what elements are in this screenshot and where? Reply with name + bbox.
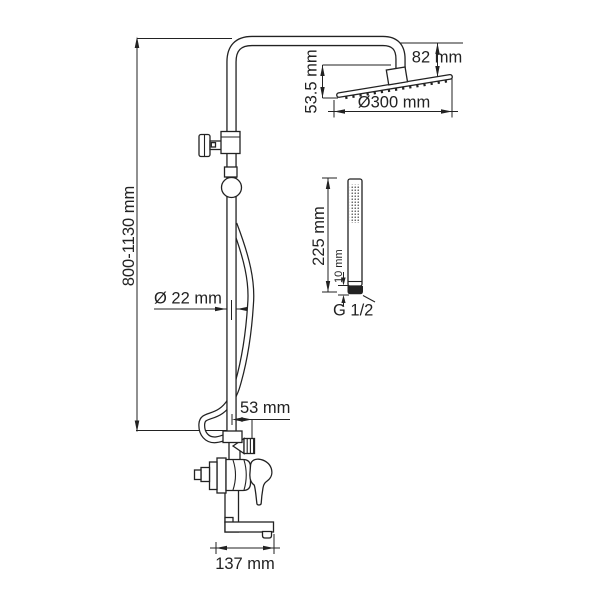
dim-head-diameter: Ø300 mm <box>328 78 458 118</box>
riser-pipe <box>226 35 406 439</box>
shower-hose <box>198 222 255 444</box>
valve-barrel <box>225 458 252 492</box>
dim-label-outlet-offset: 53 mm <box>240 399 290 417</box>
hand-shower <box>347 178 363 295</box>
hose-outlet-nut-hatch <box>246 438 255 454</box>
left-nozzle-tip <box>193 469 202 481</box>
thread-leader-line <box>362 295 376 303</box>
shower-head-connector-nut <box>385 66 409 86</box>
dim-label-height-range: 800-1130 mm <box>120 186 138 287</box>
dim-head-diameter-arrow-left <box>334 109 345 114</box>
left-nozzle <box>200 466 211 483</box>
thread-size-label: G 1/2 <box>333 302 373 320</box>
dim-head-height-arrow-up <box>320 65 325 76</box>
mixer <box>193 430 275 539</box>
spout-tip <box>261 530 273 539</box>
hose-fill <box>199 223 254 442</box>
dim-head-height-arrow-down <box>320 87 325 98</box>
dim-head-offset-arrow-up <box>435 43 440 54</box>
dim-spout-length-arrow-right <box>263 545 274 551</box>
dim-head-diameter-lines <box>328 78 458 118</box>
dim-handshower-length-arrow-up <box>325 178 331 189</box>
dim-label-pipe-diameter: Ø 22 mm <box>154 290 222 308</box>
dim-head-offset-arrow-down <box>435 66 440 77</box>
wall-bracket <box>198 130 241 158</box>
mixer-handle <box>249 458 273 506</box>
dim-pipe-diameter-arrow-left <box>237 306 248 312</box>
slider-ball-joint <box>220 166 243 199</box>
valve-barrel-contours <box>232 459 247 491</box>
pipe-fill <box>227 37 405 439</box>
dim-pipe-diameter-arrow-right <box>215 306 226 312</box>
ball-joint-collar <box>223 166 238 178</box>
hose-outlet-nut <box>243 437 256 455</box>
dim-label-head-offset: 82 mm <box>412 49 462 67</box>
dim-label-handshower-length: 225 mm <box>310 206 328 266</box>
ball-joint-sphere <box>220 176 243 199</box>
dim-spout-length: 137 mm <box>210 534 280 573</box>
dim-overlays <box>231 300 252 425</box>
valve-plate-outer <box>208 461 218 491</box>
dim-handshower-length-lines <box>322 177 337 293</box>
dim-height-range: 800-1130 mm <box>120 36 236 432</box>
dim-label-head-diameter: Ø300 mm <box>358 94 430 112</box>
hand-shower-spray-face <box>349 184 361 223</box>
dim-head-height: 53.5 mm <box>303 49 391 114</box>
dim-connector-length: 10 mm <box>333 249 349 306</box>
dim-outlet-offset-arrow-right <box>241 417 252 422</box>
dim-head-offset: 82 mm <box>398 42 463 77</box>
dim-height-range-lines <box>136 38 236 432</box>
riser-base-collar <box>222 430 243 444</box>
dim-head-diameter-arrow-right <box>441 109 452 114</box>
dim-label-connector-length: 10 mm <box>333 249 345 283</box>
thread-label-group: G 1/2 <box>333 295 376 320</box>
dim-label-head-height: 53.5 mm <box>303 49 321 113</box>
dim-pipe-diameter: Ø 22 mm <box>154 290 251 312</box>
bracket-screw <box>210 141 217 148</box>
dim-height-range-arrow-up <box>134 36 140 48</box>
dim-height-range-arrow-down <box>134 420 140 432</box>
hand-shower-connector <box>347 286 363 295</box>
spout <box>224 521 275 533</box>
dim-handshower-length: 225 mm <box>310 177 337 293</box>
bracket-sleeve <box>220 130 241 155</box>
dim-handshower-length-arrow-down <box>325 281 331 292</box>
dim-outlet-offset-arrow-left <box>232 417 243 422</box>
valve-plate-inner <box>216 457 227 494</box>
dim-connector-length-arrow-down <box>341 277 346 286</box>
shower-head <box>336 66 453 100</box>
dim-spout-length-arrow-left <box>216 545 227 551</box>
dim-label-spout-length: 137 mm <box>215 555 275 573</box>
dim-connector-length-arrow-up <box>341 295 346 303</box>
shower-head-nozzles <box>345 79 448 100</box>
